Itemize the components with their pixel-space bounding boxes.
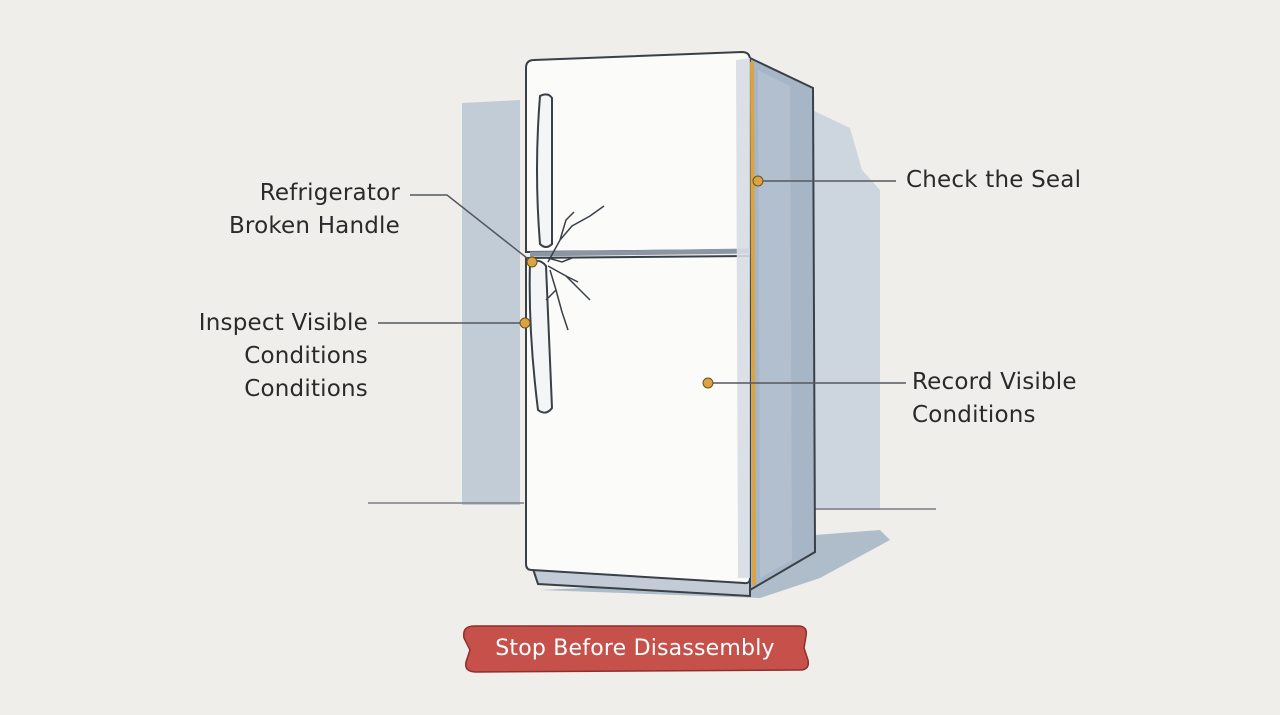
callout-broken-handle-line1: Refrigerator xyxy=(259,180,400,206)
callout-broken-handle: Refrigerator Broken Handle xyxy=(200,177,400,243)
leader-lines xyxy=(378,180,906,384)
marker-broken-handle xyxy=(526,256,538,268)
crack-lines xyxy=(545,205,605,331)
marker-seal xyxy=(752,175,764,187)
wall-shadow xyxy=(462,100,520,505)
callout-record: Record Visible Conditions xyxy=(912,366,1132,432)
callout-record-line2: Conditions xyxy=(912,402,1036,428)
freezer-door xyxy=(525,50,751,254)
callout-inspect-line1: Inspect Visible xyxy=(198,310,368,336)
freezer-handle xyxy=(536,93,553,248)
door-seal xyxy=(750,61,756,586)
callout-record-line1: Record Visible xyxy=(912,369,1077,395)
door-edge-shade xyxy=(736,58,750,578)
callout-inspect-line3: Conditions xyxy=(244,376,368,402)
callout-seal-line1: Check the Seal xyxy=(906,167,1082,193)
banner-ribbon xyxy=(462,625,810,673)
callout-seal: Check the Seal xyxy=(906,164,1126,197)
wall-shadow-right xyxy=(812,110,880,510)
callout-inspect: Inspect Visible Conditions Conditions xyxy=(168,307,368,406)
marker-record xyxy=(702,377,714,389)
fridge-door xyxy=(525,254,751,585)
callout-inspect-line2: Conditions xyxy=(244,343,368,369)
stop-banner: Stop Before Disassembly xyxy=(495,635,775,661)
fridge-side-highlight xyxy=(758,70,792,578)
door-seam xyxy=(529,248,751,257)
callout-broken-handle-line2: Broken Handle xyxy=(228,213,400,239)
marker-inspect xyxy=(519,317,531,329)
